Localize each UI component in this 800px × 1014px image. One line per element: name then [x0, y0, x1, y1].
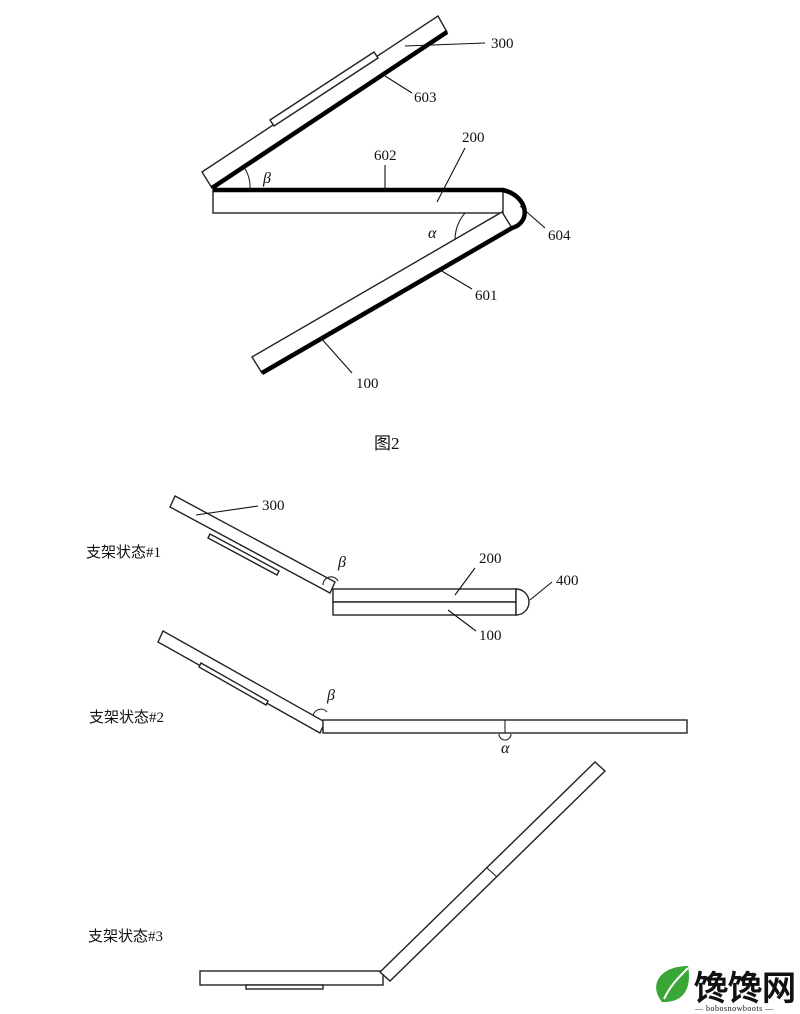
s1-label-400: 400 — [556, 573, 579, 589]
leader-300 — [404, 42, 486, 47]
leader-s1-200 — [454, 567, 476, 596]
s1-title: 支架状态#1 — [86, 544, 161, 561]
s1-label-200: 200 — [479, 551, 502, 567]
leader-200 — [436, 147, 466, 203]
s1-label-beta: β — [337, 554, 346, 571]
angle-beta-arc — [243, 166, 251, 191]
label-603: 603 — [414, 90, 437, 106]
stand-state-1: 300 β 200 400 100 支架状态#1 — [86, 495, 579, 644]
s2-title: 支架状态#2 — [89, 709, 164, 726]
site-watermark: 馋馋网 — bobosnowboots — — [656, 966, 796, 1013]
panel-100 — [251, 211, 513, 374]
panel-300-strip — [269, 51, 379, 127]
leaf-logo-icon — [656, 966, 689, 1003]
s1-hinge-400 — [515, 588, 530, 616]
layer-602-604-601 — [213, 187, 527, 375]
label-200: 200 — [462, 130, 485, 146]
s2-panel-300-strip — [198, 662, 269, 706]
s1-label-300: 300 — [262, 498, 285, 514]
layer-603 — [210, 30, 449, 190]
label-604: 604 — [548, 228, 571, 244]
leader-601 — [439, 269, 473, 290]
figure-2-caption: 图2 — [374, 434, 400, 453]
s2-label-alpha: α — [501, 740, 510, 757]
watermark-site: — bobosnowboots — — [694, 1004, 774, 1013]
leader-100 — [319, 336, 353, 374]
label-alpha: α — [428, 225, 437, 242]
s1-panel-100 — [332, 601, 517, 616]
stand-state-2: β α 支架状态#2 — [89, 630, 688, 757]
label-beta: β — [262, 170, 271, 187]
s1-beta-joint — [322, 576, 339, 586]
figure-2: 300 603 602 200 604 601 100 β α 图2 — [201, 15, 571, 453]
s2-beta-joint — [312, 708, 328, 717]
label-601: 601 — [475, 288, 498, 304]
s1-label-100: 100 — [479, 628, 502, 644]
s3-base-foot — [245, 984, 324, 990]
s2-label-beta: β — [326, 687, 335, 704]
leader-s1-100 — [447, 609, 477, 632]
s3-hinge-seam — [486, 867, 498, 878]
s1-panel-200 — [332, 588, 517, 603]
stand-state-3: 支架状态#3 — [88, 761, 607, 990]
panel-300 — [201, 15, 448, 189]
angle-alpha-arc — [454, 212, 466, 241]
leader-603 — [384, 75, 413, 94]
label-300: 300 — [491, 36, 514, 52]
s2-panel-300 — [157, 630, 326, 734]
label-100: 100 — [356, 376, 379, 392]
leader-s1-400 — [529, 581, 553, 601]
leader-604 — [519, 205, 546, 229]
leader-s1-300 — [195, 505, 259, 516]
s1-panel-300-strip — [207, 533, 280, 576]
s3-base-panel — [199, 970, 384, 986]
label-602: 602 — [374, 148, 397, 164]
watermark-brand: 馋馋网 — [694, 970, 796, 1008]
s2-alpha-joint — [498, 733, 512, 741]
s3-title: 支架状态#3 — [88, 928, 163, 945]
s3-raised-panel — [378, 761, 607, 982]
panel-200 — [212, 189, 504, 214]
s1-panel-300 — [169, 495, 336, 594]
